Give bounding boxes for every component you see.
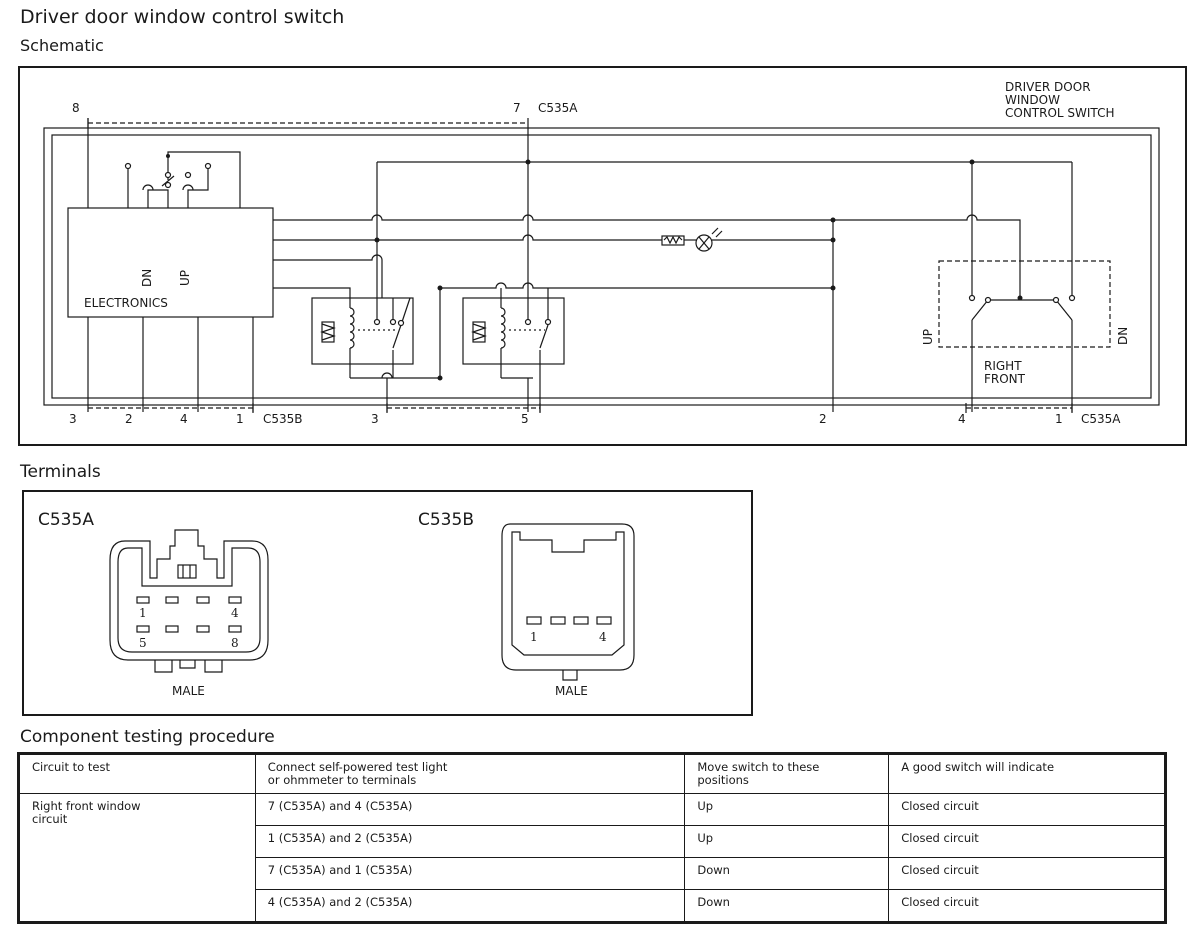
- c535b-pin-1: 1: [530, 630, 538, 644]
- schematic-heading: Schematic: [20, 36, 104, 55]
- bottom-pin-b-1: 1: [236, 412, 244, 426]
- header-terminals: Connect self-powered test light or ohmme…: [254, 754, 686, 794]
- c535a-connector: [109, 529, 269, 673]
- bottom-pin-b-3: 3: [69, 412, 77, 426]
- circuit-cell: Right front window circuit: [19, 793, 256, 922]
- c535a-pin-4: 4: [231, 606, 239, 620]
- header-result: A good switch will indicate: [888, 754, 1165, 794]
- switch-up-label: UP: [921, 329, 935, 345]
- table-row: 1 (C535A) and 2 (C535A) Up Closed circui…: [20, 825, 1165, 858]
- up-label: UP: [178, 270, 192, 286]
- c535a-pin-1: 1: [139, 606, 147, 620]
- component-label-1: DRIVER DOOR: [1005, 80, 1091, 94]
- switch-housing-inner: [51, 134, 1152, 399]
- electronics-module: [67, 207, 274, 318]
- bottom-pin-a-2: 2: [819, 412, 827, 426]
- result-cell: Closed circuit: [888, 825, 1165, 858]
- terminals-cell: 4 (C535A) and 2 (C535A): [254, 889, 686, 922]
- table-row: 7 (C535A) and 1 (C535A) Down Closed circ…: [20, 857, 1165, 890]
- right-front-switch-outline: [938, 260, 1111, 348]
- position-cell: Up: [684, 825, 890, 858]
- c535b-gender: MALE: [555, 684, 588, 698]
- bottom-connector-b-label: C535B: [263, 412, 303, 426]
- terminals-frame: [22, 490, 753, 716]
- right-front-label-2: FRONT: [984, 372, 1026, 386]
- table-row: Right front window circuit 7 (C535A) and…: [19, 793, 1165, 922]
- bottom-pin-b-2: 2: [125, 412, 133, 426]
- terminals-cell: 7 (C535A) and 1 (C535A): [254, 857, 686, 890]
- bottom-connector-a-label: C535A: [1081, 412, 1121, 426]
- top-connector-label: C535A: [538, 101, 578, 115]
- procedure-table: Circuit to test Connect self-powered tes…: [17, 752, 1167, 924]
- c535a-gender: MALE: [172, 684, 205, 698]
- bottom-pin-a-1: 1: [1055, 412, 1063, 426]
- table-row: 4 (C535A) and 2 (C535A) Down Closed circ…: [20, 889, 1165, 922]
- terminals-heading: Terminals: [20, 462, 101, 482]
- electronics-label: ELECTRONICS: [84, 296, 168, 310]
- component-label-3: CONTROL SWITCH: [1005, 106, 1114, 120]
- switch-housing-outer: [43, 127, 1160, 406]
- header-circuit: Circuit to test: [19, 754, 256, 794]
- bottom-pin-a-3: 3: [371, 412, 379, 426]
- result-cell: Closed circuit: [888, 889, 1165, 922]
- c535a-title: C535A: [38, 510, 94, 530]
- switch-dn-label: DN: [1116, 327, 1130, 345]
- header-positions: Move switch to these positions: [684, 754, 890, 794]
- bottom-pin-b-4: 4: [180, 412, 188, 426]
- relay-2: [462, 297, 565, 365]
- component-label-2: WINDOW: [1005, 93, 1060, 107]
- page-title: Driver door window control switch: [20, 6, 345, 28]
- result-cell: Closed circuit: [888, 857, 1165, 890]
- relay-1: [311, 297, 414, 365]
- dn-label: DN: [140, 269, 154, 287]
- position-cell: Down: [684, 857, 890, 890]
- right-front-label-1: RIGHT: [984, 359, 1022, 373]
- c535a-pin-5: 5: [139, 636, 147, 650]
- table-header-row: Circuit to test Connect self-powered tes…: [19, 754, 1165, 794]
- bottom-pin-a-5: 5: [521, 412, 529, 426]
- c535b-title: C535B: [418, 510, 474, 530]
- position-cell: Down: [684, 889, 890, 922]
- result-cell: Closed circuit: [888, 793, 1165, 826]
- top-pin-8: 8: [72, 101, 80, 115]
- terminals-cell: 7 (C535A) and 4 (C535A): [254, 793, 686, 826]
- c535a-pin-8: 8: [231, 636, 239, 650]
- c535b-connector: [501, 523, 635, 681]
- position-cell: Up: [684, 793, 890, 826]
- c535b-pin-4: 4: [599, 630, 607, 644]
- top-pin-7: 7: [513, 101, 521, 115]
- procedure-heading: Component testing procedure: [20, 727, 275, 747]
- terminals-cell: 1 (C535A) and 2 (C535A): [254, 825, 686, 858]
- schematic-frame: [18, 66, 1187, 446]
- bottom-pin-a-4: 4: [958, 412, 966, 426]
